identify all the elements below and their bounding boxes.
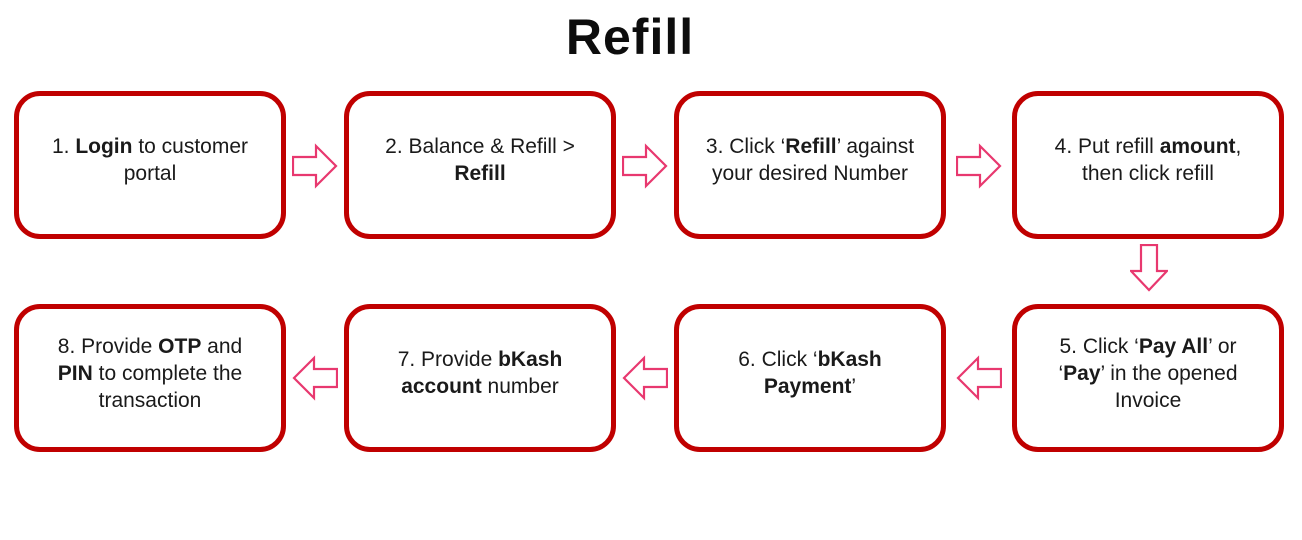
step-text-segment: ’ or <box>1208 334 1237 358</box>
block-arrow-right-icon <box>292 143 338 189</box>
block-arrow-down-icon <box>1130 244 1168 292</box>
step-text-segment: 3. Click ‘ <box>705 135 786 158</box>
step-text-segment: 5. Click ‘ <box>1059 334 1139 358</box>
step-text-segment: , <box>1235 135 1242 158</box>
step-text-segment: number <box>481 375 559 398</box>
step-text-segment: 8. Provide <box>57 334 159 358</box>
step-text-segment: Invoice <box>1114 388 1182 412</box>
step-text-bold-segment: Pay <box>1063 361 1101 385</box>
block-arrow-right-icon <box>956 143 1002 189</box>
step-box-5: 5. Click ‘Pay All’ or ‘Pay’ in the opened… <box>1012 304 1284 452</box>
step-box-1: 1. Login to customer portal <box>14 91 286 239</box>
step-text-segment: 1. <box>51 135 76 158</box>
step-box-2: 2. Balance & Refill > Refill <box>344 91 616 239</box>
step-text-bold-segment: OTP <box>158 334 202 358</box>
block-arrow-left-icon <box>292 355 338 401</box>
step-box-7: 7. Provide bKash account number <box>344 304 616 452</box>
step-text-7: 7. Provide bKash account number <box>398 346 563 400</box>
step-text-bold-segment: amount <box>1159 135 1236 158</box>
step-text-bold-segment: bKash <box>817 348 882 371</box>
step-text-bold-segment: Login <box>75 135 133 158</box>
step-text-bold-segment: Pay All <box>1138 334 1209 358</box>
step-text-bold-segment: bKash <box>498 348 563 371</box>
step-text-5: 5. Click ‘Pay All’ or ‘Pay’ in the opened… <box>1058 333 1237 414</box>
step-text-segment: 4. Put refill <box>1054 135 1160 158</box>
step-text-bold-segment: Refill <box>785 135 837 158</box>
step-text-1: 1. Login to customer portal <box>52 133 248 187</box>
step-text-segment: portal <box>123 162 177 185</box>
block-arrow-left-icon <box>956 355 1002 401</box>
step-text-segment: 2. Balance & Refill > <box>385 135 575 158</box>
step-text-bold-segment: account <box>401 375 482 398</box>
block-arrow-right-icon <box>622 143 668 189</box>
step-text-segment: 7. Provide <box>397 348 499 371</box>
step-box-3: 3. Click ‘Refill’ against your desired Nu… <box>674 91 946 239</box>
step-text-2: 2. Balance & Refill > Refill <box>385 133 575 187</box>
step-text-segment: ‘ <box>1058 361 1064 385</box>
step-text-segment: 6. Click ‘ <box>738 348 818 371</box>
step-text-segment: to complete the <box>92 361 243 385</box>
step-text-bold-segment: Payment <box>763 375 852 398</box>
step-text-3: 3. Click ‘Refill’ against your desired Nu… <box>706 133 914 187</box>
step-text-segment: ’ against <box>836 135 915 158</box>
step-text-segment: and <box>201 334 243 358</box>
step-box-4: 4. Put refill amount, then click refill <box>1012 91 1284 239</box>
page-title: Refill <box>565 9 695 65</box>
step-text-bold-segment: PIN <box>57 361 93 385</box>
step-text-segment: transaction <box>98 388 202 412</box>
block-arrow-left-icon <box>622 355 668 401</box>
step-text-segment: to customer <box>132 135 249 158</box>
step-text-segment: ’ <box>851 375 857 398</box>
step-text-segment: ’ in the opened <box>1100 361 1238 385</box>
step-text-segment: your desired Number <box>711 162 909 185</box>
step-text-4: 4. Put refill amount, then click refill <box>1055 133 1242 187</box>
step-text-bold-segment: Refill <box>454 162 506 185</box>
step-text-segment: then click refill <box>1082 162 1214 185</box>
